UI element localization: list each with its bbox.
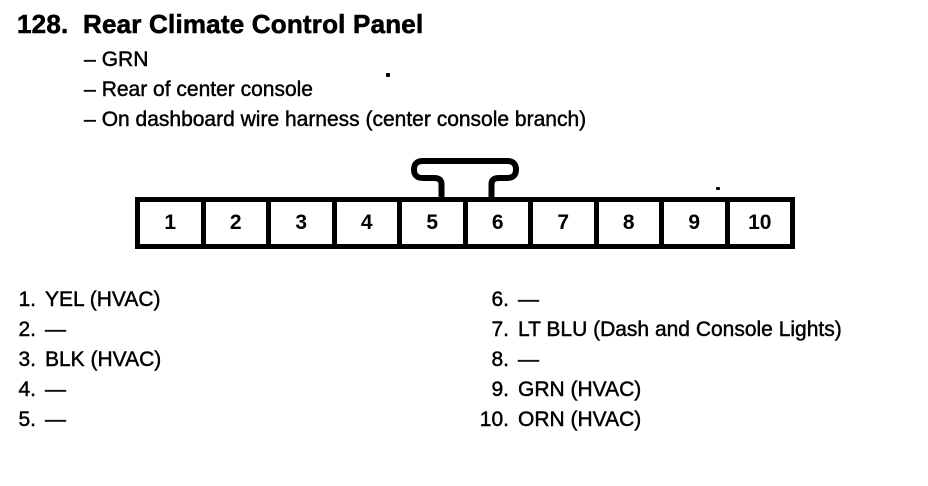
pin-row: 10. ORN (HVAC) (477, 405, 842, 435)
pin-row: 9. GRN (HVAC) (477, 375, 842, 405)
note-dash: – (84, 108, 96, 131)
pin-label: YEL (HVAC) (45, 288, 161, 311)
pin-row: 1. YEL (HVAC) (14, 285, 161, 315)
connector-pin-cell: 9 (664, 202, 730, 244)
pin-row: 7. LT BLU (Dash and Console Lights) (477, 315, 842, 345)
pin-label: BLK (HVAC) (45, 348, 162, 371)
pin-row: 6. — (477, 285, 842, 315)
note-line: – GRN (84, 45, 586, 75)
connector-pin-cell: 5 (402, 202, 468, 244)
pin-number: 1. (18, 288, 36, 311)
pin-label: — (518, 348, 539, 371)
connector-pin-cell: 8 (599, 202, 664, 244)
pin-number: 8. (491, 348, 509, 371)
note-text: On dashboard wire harness (center consol… (101, 108, 587, 131)
pin-label: GRN (HVAC) (518, 378, 642, 401)
connector-diagram: 1 2 3 4 5 6 7 8 9 10 (135, 197, 795, 249)
connector-latch-icon (411, 158, 519, 199)
pin-row: 2. — (14, 315, 161, 345)
pin-label: LT BLU (Dash and Console Lights) (518, 318, 842, 341)
scan-artifact-dot (386, 73, 390, 77)
connector-pin-cell: 1 (140, 202, 206, 244)
pin-number: 4. (18, 378, 36, 401)
pinout-list-left: 1. YEL (HVAC) 2. — 3. BLK (HVAC) 4. — 5.… (14, 285, 161, 435)
pin-label: — (45, 378, 66, 401)
notes-list: – GRN – Rear of center console – On dash… (84, 45, 587, 135)
pin-label: — (45, 408, 66, 431)
pin-number: 5. (18, 408, 36, 431)
note-line: – On dashboard wire harness (center cons… (84, 105, 587, 135)
pin-number: 10. (479, 408, 510, 431)
note-text: GRN (101, 48, 149, 71)
pin-row: 5. — (14, 405, 161, 435)
pin-label: ORN (HVAC) (518, 408, 642, 431)
pin-number: 3. (18, 348, 36, 371)
pin-number: 9. (491, 378, 509, 401)
pin-row: 4. — (14, 375, 161, 405)
connector-pin-cell: 7 (533, 202, 599, 244)
note-text: Rear of center console (101, 78, 313, 101)
pin-number: 2. (18, 318, 36, 341)
scan-artifact-dot (716, 187, 720, 190)
connector-pin-cell: 4 (337, 202, 402, 244)
pinout-list-right: 6. — 7. LT BLU (Dash and Console Lights)… (477, 285, 842, 435)
note-dash: – (84, 48, 96, 71)
page-title: Rear Climate Control Panel (83, 9, 424, 40)
connector-pin-cell: 6 (468, 202, 533, 244)
pin-number: 7. (491, 318, 509, 341)
pin-row: 8. — (477, 345, 842, 375)
connector-pin-cell: 10 (748, 211, 772, 234)
note-line: – Rear of center console (84, 75, 586, 105)
connector-pin-cell: 3 (271, 202, 337, 244)
note-dash: – (84, 78, 96, 101)
pin-row: 3. BLK (HVAC) (14, 345, 161, 375)
connector-pin-cell: 2 (206, 202, 271, 244)
section-number: 128. (17, 9, 69, 40)
pin-label: — (518, 288, 539, 311)
pin-number: 6. (491, 288, 509, 311)
section-heading: 128. Rear Climate Control Panel (17, 9, 424, 40)
pin-label: — (45, 318, 66, 341)
